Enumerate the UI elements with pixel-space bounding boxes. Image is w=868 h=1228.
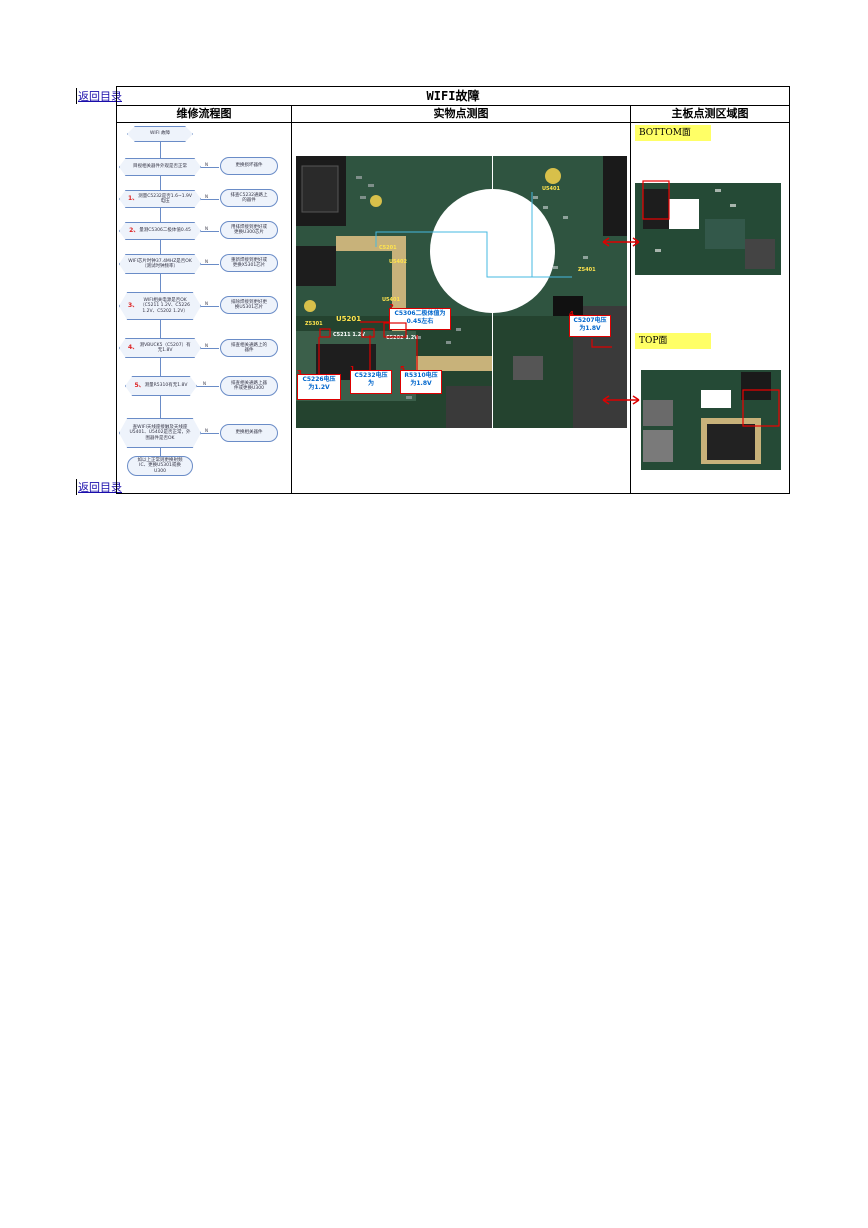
flow-step-8: 查WIFI天线座接触及天线座U5401、U5402是否正常，外围器件是否OK — [119, 418, 201, 448]
flow-action-6: 排查相关通路上的器件 — [220, 339, 278, 357]
flow-step-3: 2、量测C5306二极体值0.45 — [119, 222, 201, 240]
chip-label: C5201 — [379, 245, 397, 251]
board-top-overview — [641, 370, 781, 470]
flow-action-7: 排查相关通路上器件或更换U300 — [220, 376, 278, 396]
board-photo-left-art — [296, 156, 492, 428]
bottom-region-arrow — [602, 237, 640, 247]
chip-label: C5202 1.2V — [386, 335, 419, 341]
flow-action-8: 更换相关器件 — [220, 424, 278, 442]
chip-label: U5201 — [336, 315, 362, 323]
flow-end: 如以上正常则更换射频IC、更换U5301或换U300 — [127, 456, 193, 476]
flow-step-6: 4、测VBUCK5（C5207）有无1.8V — [119, 338, 201, 358]
board-bottom-art — [635, 179, 781, 275]
back-to-index-link-bottom[interactable]: 返回目录 — [76, 479, 122, 495]
board-top-art — [641, 370, 781, 470]
chip-label: U5401 — [382, 297, 400, 303]
callout-pointers — [318, 321, 612, 375]
chip-label: Z5301 — [305, 321, 323, 327]
flow-step-5: 3、WIFI相关电源是否OK（C5211 1.2V、C5226 1.2V、C52… — [119, 292, 201, 320]
bottom-side-label: BOTTOM面 — [635, 125, 711, 141]
column-divider — [630, 105, 631, 493]
flow-action-1: 更换损坏器件 — [220, 157, 278, 175]
flow-action-2: 排查C5232通路上的器件 — [220, 189, 278, 207]
board-photo-right-art — [493, 156, 627, 428]
flow-step-2: 1、测量C5232是否1.6~1.9V电压 — [119, 190, 201, 208]
board-photo-right — [493, 156, 627, 428]
flow-step-4: WIFI芯片时钟37.4MHZ是否OK（测试时钟频率） — [119, 254, 201, 274]
flow-step-7: 5、测量R5310有无1.8V — [125, 376, 197, 396]
repair-flowchart: WIFI 故障 目视相关器件外观是否正常 N 更换损坏器件 1、测量C5232是… — [117, 123, 291, 493]
header-region: 主板点测区域图 — [631, 105, 789, 123]
column-divider — [291, 105, 292, 493]
board-bottom-overview — [635, 179, 781, 275]
flow-action-4: 重新焊接到更好或更换X5301芯片 — [220, 254, 278, 272]
sheet-title: WIFI故障 — [117, 87, 789, 106]
top-side-label: TOP面 — [635, 333, 711, 349]
signal-route-line — [375, 192, 572, 278]
chip-label: U5402 — [389, 259, 407, 265]
flow-start: WIFI 故障 — [127, 126, 193, 142]
flow-action-5: 排除焊接到更好更换U5301芯片 — [220, 296, 278, 314]
flow-action-3: 用排焊接到更好或更换U300芯片 — [220, 221, 278, 239]
header-flow: 维修流程图 — [117, 105, 291, 123]
header-photo: 实物点测图 — [292, 105, 630, 123]
fault-sheet: WIFI故障 维修流程图 实物点测图 主板点测区域图 WIFI 故障 目视相关器… — [116, 86, 790, 494]
chip-label: U5401 — [542, 186, 560, 192]
chip-label: Z5401 — [578, 267, 596, 273]
back-to-index-link-top[interactable]: 返回目录 — [76, 88, 122, 104]
chip-label: C5211 1.2V — [333, 332, 366, 338]
flow-step-1: 目视相关器件外观是否正常 — [119, 158, 201, 176]
top-region-arrow — [602, 395, 640, 405]
